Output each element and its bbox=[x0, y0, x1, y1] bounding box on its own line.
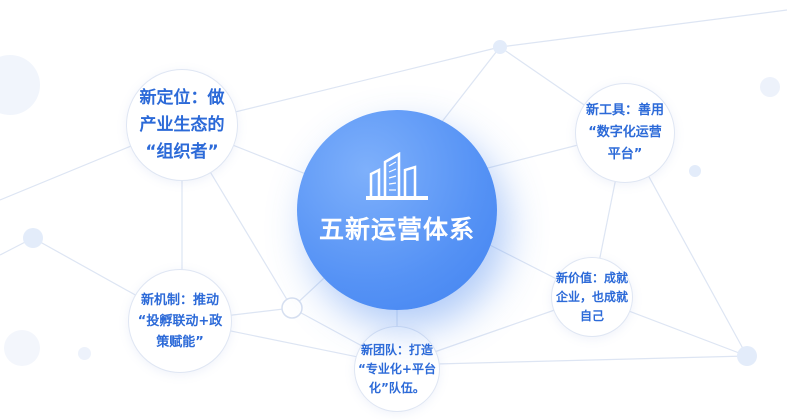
center-hub: 五新运营体系 bbox=[297, 110, 497, 310]
decor-dot bbox=[737, 346, 757, 366]
node-text: 新工具：善用 bbox=[585, 103, 664, 118]
node-text: “投孵联动+政 bbox=[137, 313, 223, 329]
center-title: 五新运营体系 bbox=[318, 215, 475, 244]
decor-dot bbox=[689, 165, 701, 177]
node-text: 企业，也成就 bbox=[555, 289, 628, 304]
node-text: 新定位：做 bbox=[139, 87, 225, 108]
decor-dot bbox=[493, 40, 507, 54]
node-text: 产业生态的 bbox=[139, 114, 225, 135]
building-icon bbox=[366, 152, 428, 200]
node-text: 平台” bbox=[607, 147, 643, 162]
node-new-team: 新团队：打造 “专业化+平台化”队伍。 bbox=[354, 326, 440, 412]
decor-dot bbox=[78, 347, 91, 360]
node-text: “组织者” bbox=[145, 141, 219, 162]
hollow-node bbox=[281, 297, 303, 319]
node-text: “数字化运营 bbox=[588, 125, 662, 140]
node-text: 自己 bbox=[579, 308, 604, 323]
node-new-mechanism: 新机制：推动 “投孵联动+政策赋能” bbox=[128, 269, 232, 373]
node-new-positioning: 新定位：做产业生态的 “组织者” bbox=[126, 69, 238, 181]
node-text: 化”队伍。 bbox=[369, 380, 425, 395]
node-text: 新团队：打造 bbox=[360, 342, 433, 357]
node-new-tools: 新工具：善用 “数字化运营平台” bbox=[575, 83, 675, 183]
decor-dot bbox=[760, 77, 780, 97]
decor-dot bbox=[4, 330, 40, 366]
node-text: 新价值：成就 bbox=[555, 270, 628, 285]
node-text: 新机制：推动 bbox=[140, 292, 219, 308]
node-text: 策赋能” bbox=[156, 334, 204, 350]
node-new-value: 新价值：成就企业，也成就自己 bbox=[551, 257, 633, 337]
node-text: “专业化+平台 bbox=[358, 361, 436, 376]
decor-dot bbox=[23, 228, 43, 248]
